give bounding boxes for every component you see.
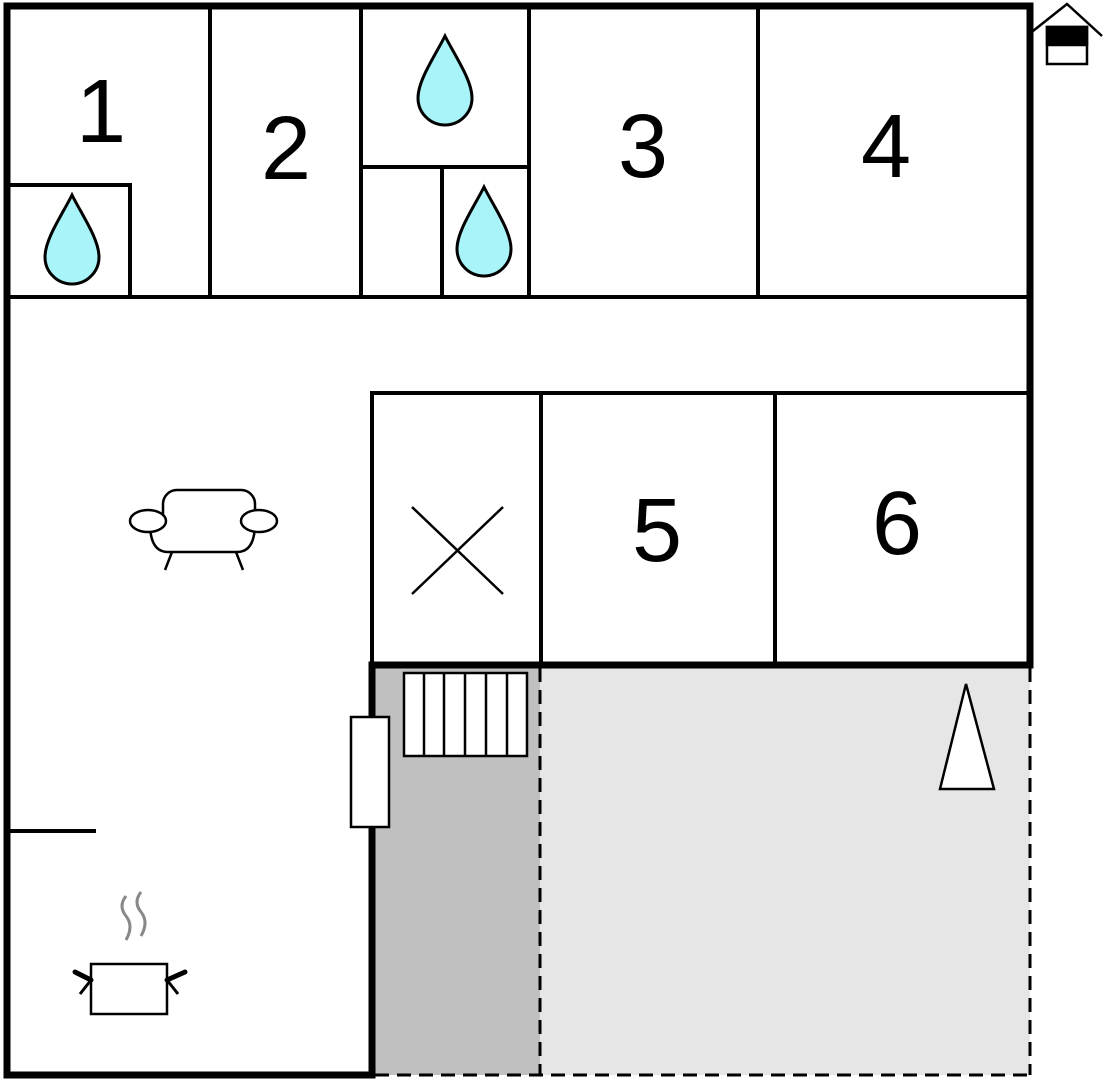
room-4-label: 4 — [861, 97, 911, 197]
house-icon — [1032, 2, 1103, 66]
door-icon — [349, 715, 391, 829]
tent-icon — [938, 683, 996, 791]
water-drop-icon — [455, 185, 513, 278]
stairs-icon — [402, 671, 529, 758]
room-5-label: 5 — [632, 481, 682, 581]
room-1-label: 1 — [76, 62, 126, 162]
cooking-pot-icon — [72, 891, 188, 1016]
water-drop-icon — [416, 34, 474, 127]
water-drop-icon — [43, 193, 101, 286]
terrace-dashed-border — [375, 668, 1032, 1077]
x-mark-icon — [411, 506, 504, 595]
room-2-label: 2 — [261, 99, 311, 199]
open-terrace-area — [540, 665, 1030, 1075]
interior-walls — [7, 6, 1030, 833]
room-3-label: 3 — [618, 97, 668, 197]
sofa-icon — [128, 488, 279, 571]
room-6-label: 6 — [872, 474, 922, 574]
